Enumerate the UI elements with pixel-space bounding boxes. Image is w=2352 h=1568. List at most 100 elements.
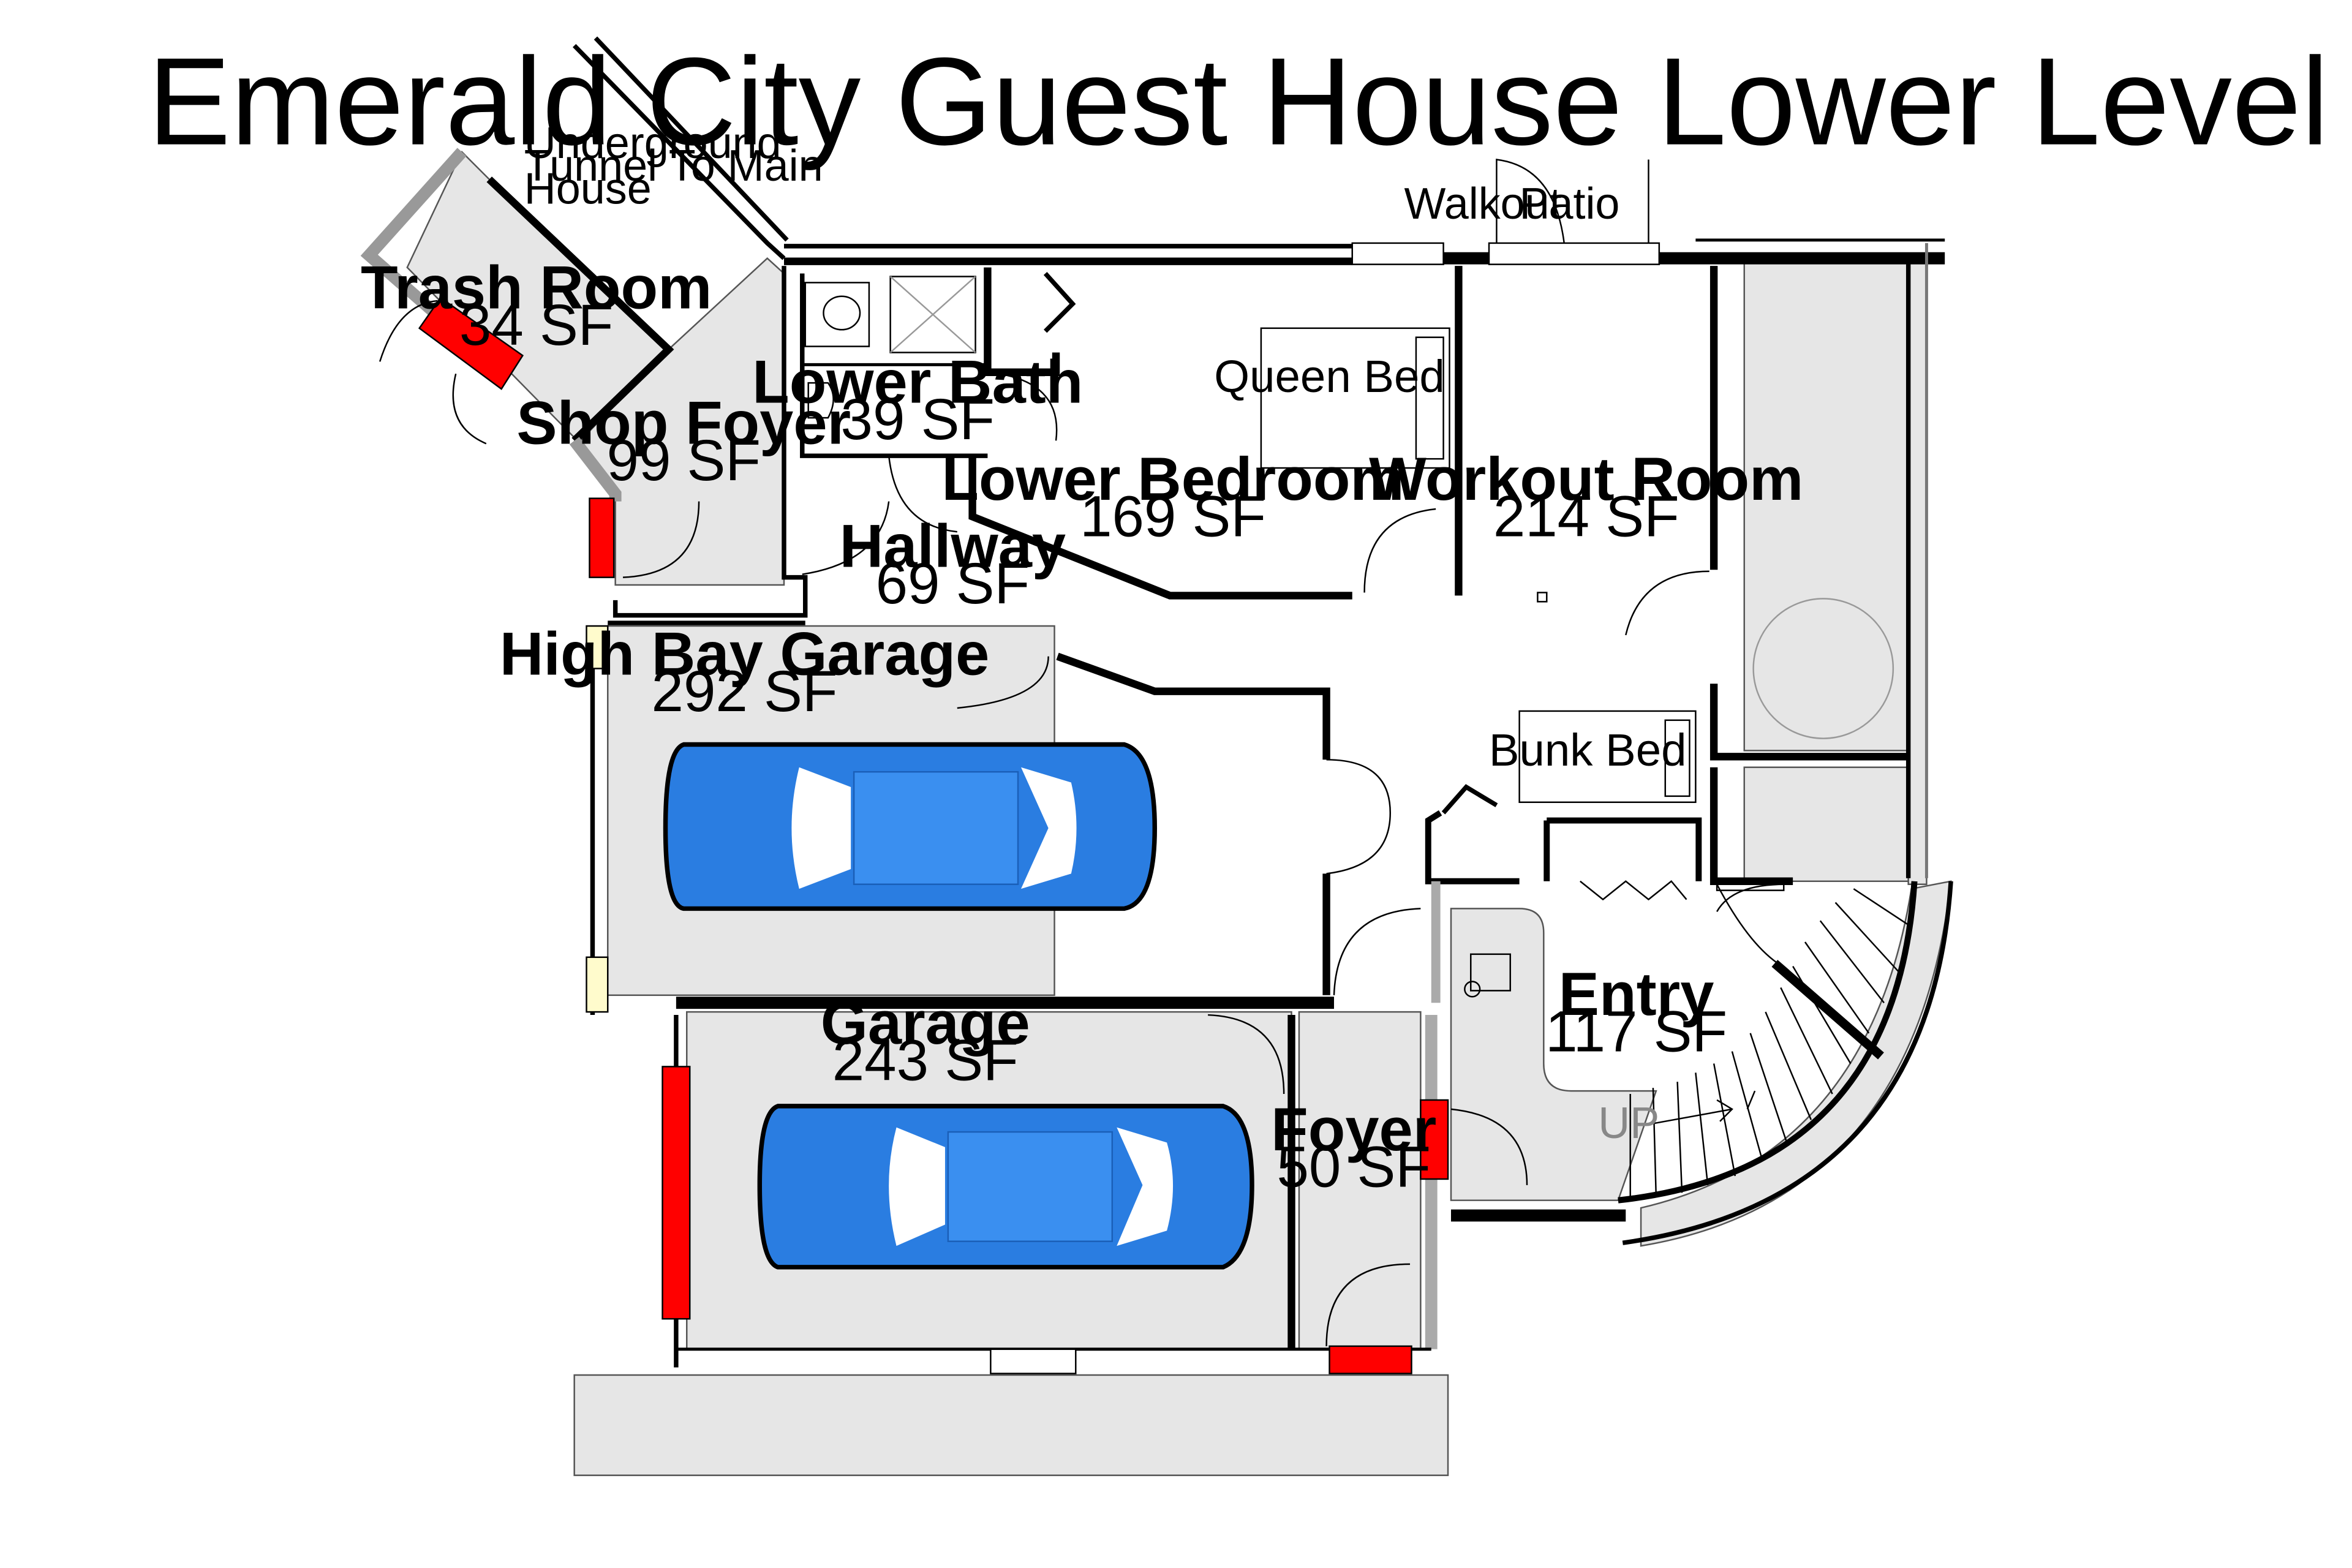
shower [889, 276, 976, 353]
closet-walls [1709, 767, 1793, 885]
trash-room-outer-wall [360, 148, 467, 336]
stair-tread [1695, 1072, 1709, 1186]
car-roof [947, 1131, 1114, 1242]
window-top-1 [1351, 242, 1444, 265]
fire-segment-shop-foyer [589, 497, 615, 578]
fixtures [804, 276, 1894, 998]
stair-tread [1853, 888, 1912, 928]
windows [586, 242, 1660, 1374]
tunnel-wall-right [594, 36, 789, 242]
tunnel-label-line3: House [524, 164, 652, 213]
door-bedroom [1363, 508, 1436, 593]
high-bay-garage-name: High Bay Garage [500, 620, 990, 688]
trash-room-area: 34 SF [459, 293, 613, 357]
foyer-area: 50 SF [1276, 1134, 1430, 1199]
doors [379, 159, 1785, 1346]
closet-shelf [1716, 877, 1785, 891]
spa-tub [1752, 598, 1894, 739]
stair-tread [1834, 902, 1900, 973]
fire-segment-trash [418, 296, 524, 390]
hall-wall-lower [1056, 652, 1330, 760]
car-windshield [791, 767, 851, 889]
queen-bed [1260, 327, 1450, 469]
car-rear-window [1117, 1127, 1174, 1246]
lower-bath-area: 39 SF [841, 387, 995, 451]
tunnel-wall-left [573, 43, 786, 260]
car-garage [757, 1104, 1254, 1270]
bedroom-wall [968, 456, 1352, 600]
stair-rail [1771, 960, 1884, 1060]
right-side-strip [1743, 260, 1909, 752]
shop-foyer-right-wall [612, 266, 808, 618]
stair-tread [1749, 1033, 1788, 1143]
stair-arrow [1648, 1099, 1733, 1125]
shop-foyer-name: Shop Foyer [516, 389, 851, 457]
fire-segment-foyer-bottom [1329, 1345, 1412, 1374]
window-top-2 [1488, 242, 1660, 265]
door-workout [1625, 570, 1709, 636]
fire-rated-segments [418, 296, 1449, 1374]
foyer-floor [1298, 1011, 1422, 1351]
door-garage-hall [1333, 908, 1421, 995]
window-high-bay-top [586, 625, 609, 669]
car-high-bay [663, 742, 1157, 911]
walkout-label: Walkout [1404, 179, 1562, 228]
door-trash-2 [452, 373, 487, 445]
shop-foyer-area: 99 SF [607, 428, 761, 492]
entry-name: Entry [1559, 960, 1714, 1028]
bunk-bed-pillow [1664, 719, 1691, 797]
walls [360, 36, 1953, 1368]
car-rear-window [1020, 767, 1077, 889]
stair-tread [1780, 987, 1833, 1095]
window-high-bay-bottom [586, 956, 609, 1013]
bunk-bed [1518, 710, 1697, 804]
stair-arrow-2 [1746, 1090, 1756, 1110]
garage-name: Garage [821, 989, 1030, 1057]
fire-segment-foyer-right [1420, 1099, 1449, 1180]
curved-exterior-wall-outer [1622, 881, 1953, 1245]
right-side-strip-2 [1743, 766, 1909, 882]
bunk-bed-label: Bunk Bed [1489, 725, 1687, 775]
door-garage [1208, 1014, 1285, 1095]
queen-bed-pillow [1415, 336, 1444, 460]
door-closet [1716, 883, 1785, 912]
door-hallway [888, 456, 957, 533]
lower-bedroom-name: Lower Bedroom [941, 445, 1404, 513]
lower-bedroom-area: 169 SF [1080, 484, 1266, 549]
entry-bench [1470, 953, 1511, 992]
shower-x2 [889, 276, 976, 353]
stair-tread [1676, 1082, 1683, 1193]
curved-exterior-wall [1618, 881, 1918, 1204]
hallway-name: Hallway [840, 512, 1066, 580]
stair-tread [1765, 1011, 1812, 1120]
tunnel-label-line2: Tunnel To Main [524, 141, 823, 190]
stair-tread [1804, 941, 1870, 1034]
door-hall-left [802, 501, 890, 575]
closet-door-small [1441, 784, 1498, 815]
door-high-bay [957, 656, 1049, 709]
lower-bath-name: Lower Bath [752, 348, 1083, 416]
shop-foyer-lower-wall [569, 437, 622, 502]
workout-room-area: 214 SF [1493, 484, 1679, 549]
door-bath [987, 371, 1058, 441]
hallway-area: 69 SF [876, 551, 1030, 616]
bath-right-wall [984, 267, 1060, 376]
sink-counter [804, 282, 870, 347]
garage-area: 243 SF [832, 1028, 1019, 1093]
door-walkout-left [1496, 159, 1566, 251]
tunnel-label-line1: Underground [524, 119, 782, 168]
stair-tread [1652, 1088, 1657, 1197]
stair-tread [1792, 966, 1852, 1065]
trash-room-name: Trash Room [361, 254, 712, 322]
window-garage-bottom [990, 1348, 1077, 1374]
bath-left-wall [800, 273, 988, 458]
outer-right-strip [1907, 260, 1928, 885]
stair-up-label: UP [1598, 1099, 1659, 1148]
high-bay-garage-area: 292 SF [652, 659, 838, 723]
door-foyer-bottom [1325, 1263, 1411, 1346]
stair-tread [1731, 1051, 1763, 1161]
car-roof [853, 771, 1019, 885]
stair-tread [1819, 920, 1885, 1003]
door-foyer-entry [1450, 1108, 1528, 1185]
stair-tread [1713, 1063, 1736, 1177]
